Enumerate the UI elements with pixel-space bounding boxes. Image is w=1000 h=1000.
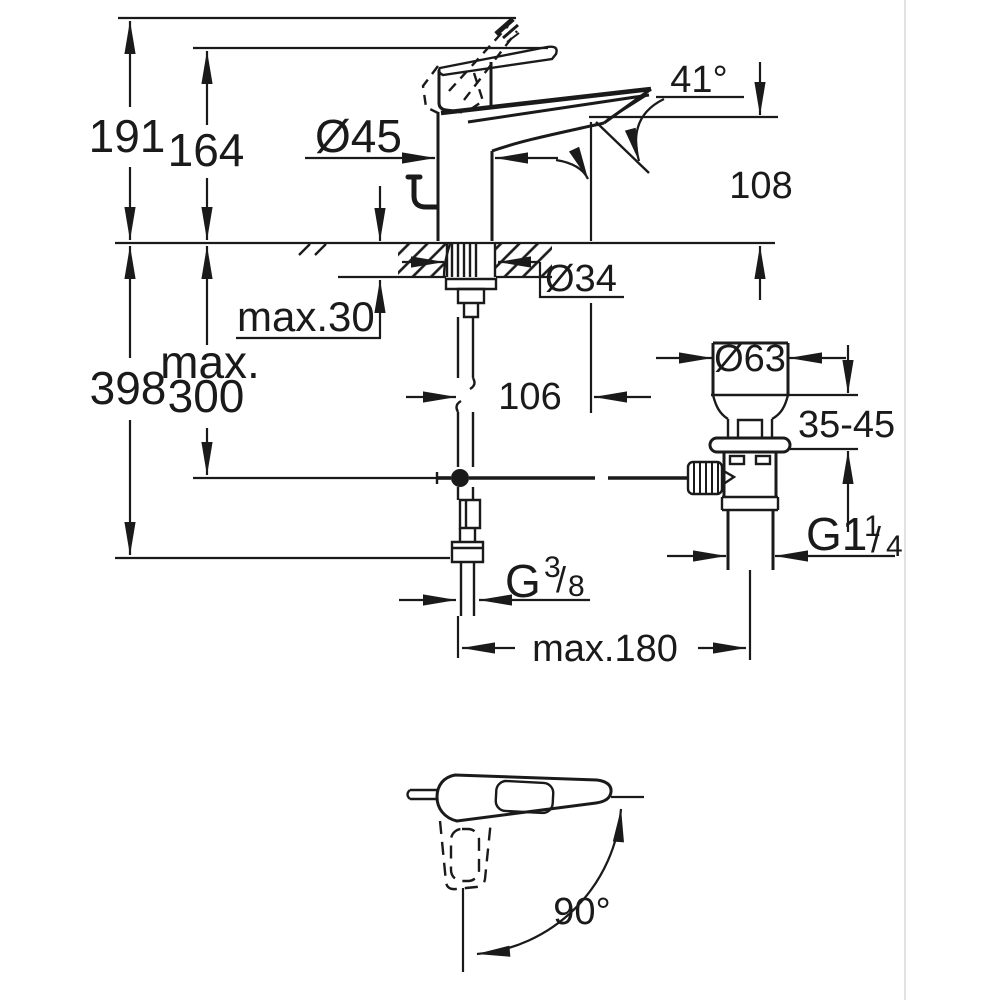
dim-outlet-height: 108 — [729, 165, 792, 207]
deck-hatch-left — [398, 243, 447, 277]
cartridge-dome-left — [437, 70, 463, 114]
waste-thread-sub: 4 — [886, 530, 903, 563]
pop-up-rod-knob — [405, 174, 440, 210]
waste-shoulder — [720, 495, 780, 512]
spout-stub-top-view — [406, 788, 438, 801]
supply-thread-sub: 8 — [568, 570, 585, 603]
reference-lines — [115, 16, 775, 560]
waste-tailpipe — [726, 510, 775, 570]
waste-lifter — [736, 418, 764, 440]
spout-top-edge — [440, 86, 652, 116]
dim-center-spacing: max.180 — [532, 628, 678, 670]
faucet-underdeck-parts — [435, 243, 688, 658]
lever-handle-raised-dashed — [421, 17, 520, 115]
dim-depth-total: 398 — [90, 362, 167, 414]
dim-hole-diameter: Ø34 — [545, 258, 617, 300]
waste-slot-right — [754, 454, 772, 466]
base-leader-arc — [555, 146, 589, 180]
supply-thread-sup: 3 — [544, 551, 561, 584]
supply-thread-slash: / — [556, 559, 566, 600]
dim-rod-depth-max-1: max. — [160, 336, 260, 388]
waste-flange — [711, 341, 790, 395]
deck-hatch-right — [496, 243, 552, 277]
surface-tick — [314, 243, 327, 256]
dim-spout-angle: 41° — [670, 59, 727, 101]
waste-slot-left — [728, 454, 746, 466]
mounting-nut — [456, 287, 486, 319]
handle-top-view: 90° — [406, 773, 644, 972]
waste-thread-slash: / — [871, 519, 881, 560]
lever-rotated-dashed-outline — [438, 819, 493, 891]
dim-total-height: 191 — [89, 110, 166, 162]
dim-spout-reach: 106 — [498, 376, 561, 418]
supply-pipe-upper — [455, 317, 476, 467]
dim-base-diameter: Ø45 — [315, 110, 402, 162]
waste-thread-sup: 1 — [864, 510, 881, 543]
lever-top-view — [435, 773, 613, 823]
angle-arc — [624, 98, 665, 162]
swivel-arc — [476, 808, 624, 957]
supply-thread-main: G — [505, 555, 541, 607]
pop-up-waste-assembly — [686, 341, 792, 660]
threaded-shank — [442, 243, 478, 278]
dim-basin-clamp-range: 35-45 — [798, 404, 895, 446]
waste-body — [722, 452, 778, 497]
mounting-washer — [444, 277, 498, 291]
rod-ball-joint — [451, 469, 469, 487]
lever-rotated-dashed-recess — [449, 827, 481, 883]
rod-clamp-nut — [686, 460, 737, 496]
surface-tick — [298, 243, 311, 256]
faucet-body-outline — [405, 17, 652, 241]
supply-connection-nut — [450, 540, 485, 564]
waste-thread-main: G1 — [806, 508, 867, 560]
waste-seal-flange — [708, 436, 792, 454]
lever-handle-side — [437, 45, 558, 77]
deck-cross-section — [298, 243, 552, 277]
dimension-annotations: 191 164 398 max. 300 max.30 Ø45 41° 108 — [89, 20, 903, 670]
dim-lever-height: 164 — [168, 124, 245, 176]
waste-waist — [711, 394, 790, 438]
dim-handle-swivel: 90° — [553, 891, 610, 933]
dim-rod-depth-max-2: 300 — [168, 370, 245, 422]
stream-direction-line — [595, 121, 650, 174]
spout-top-inner-edge — [467, 93, 650, 124]
spout-underside-curve — [491, 121, 605, 153]
supply-pipe-lower — [450, 487, 485, 658]
dim-deck-thickness: max.30 — [237, 293, 375, 340]
dim-supply-thread: G 3 / 8 — [505, 551, 585, 607]
dim-waste-flange-diameter: Ø63 — [714, 338, 786, 380]
dim-waste-thread: G1 1 / 4 — [806, 508, 903, 563]
